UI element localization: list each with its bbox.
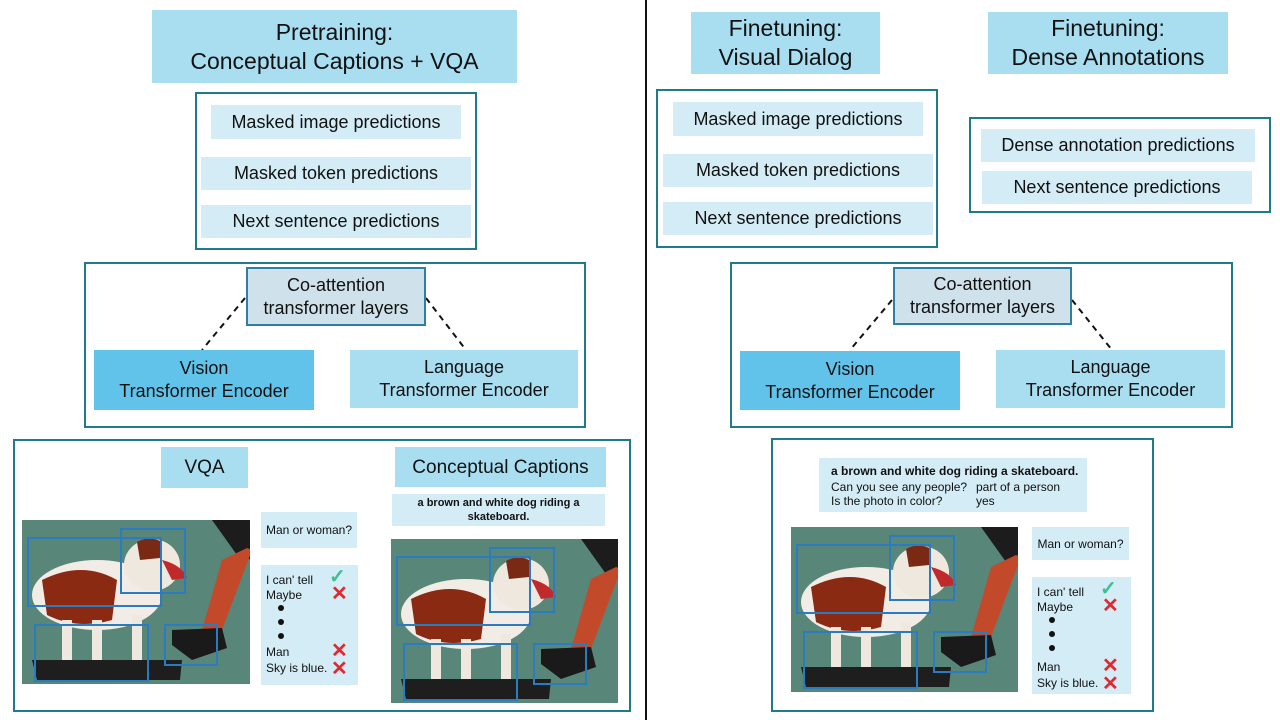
ft-answer-maybe: Maybe bbox=[1037, 600, 1074, 614]
finetune-vd-title: Finetuning: Visual Dialog bbox=[691, 12, 880, 74]
dialog-q1: Can you see any people? bbox=[831, 480, 968, 494]
ft-dog-photo bbox=[791, 527, 1018, 692]
ft-answer-man: Man bbox=[1037, 660, 1061, 674]
dense-task-next-sentence: Next sentence predictions bbox=[982, 171, 1252, 204]
ft-coattention-line1: Co-attention bbox=[933, 274, 1032, 294]
dialog-q2: Is the photo in color? bbox=[831, 494, 943, 508]
check-icon: ✓ bbox=[1100, 578, 1117, 600]
finetune-vd-tasks-box bbox=[656, 89, 938, 248]
vision-line2: Transformer Encoder bbox=[119, 381, 289, 401]
ellipsis-dot bbox=[278, 633, 284, 639]
ellipsis-dot bbox=[278, 619, 284, 625]
vqa-question: Man or woman? bbox=[261, 512, 357, 548]
cross-icon: ✕ bbox=[1102, 595, 1119, 617]
ft-language-line2: Transformer Encoder bbox=[1025, 380, 1196, 400]
vision-encoder: Vision Transformer Encoder bbox=[94, 350, 314, 410]
ft-answer-sky: Sky is blue. bbox=[1037, 676, 1099, 690]
pretraining-title-line1: Pretraining: bbox=[275, 18, 394, 45]
ft-coattention-line2: transformer layers bbox=[909, 297, 1056, 317]
ellipsis-dot bbox=[1049, 645, 1055, 651]
check-icon: ✓ bbox=[329, 566, 346, 588]
finetune-data-box bbox=[771, 438, 1154, 712]
region-box bbox=[933, 631, 987, 673]
finetune-vd-title-line1: Finetuning: bbox=[728, 15, 843, 41]
finetune-dense-title: Finetuning: Dense Annotations bbox=[988, 12, 1228, 74]
region-box bbox=[403, 643, 518, 701]
ft-vision-line1: Vision bbox=[825, 358, 875, 379]
answer-cant-tell: I can' tell bbox=[266, 573, 313, 587]
task-masked-image: Masked image predictions bbox=[211, 105, 461, 139]
dialog-a1: part of a person bbox=[976, 480, 1061, 494]
cross-icon: ✕ bbox=[1102, 673, 1119, 695]
ft-language-encoder: Language Transformer Encoder bbox=[996, 350, 1225, 408]
finetune-dense-title-line2: Dense Annotations bbox=[1011, 44, 1205, 70]
finetune-vd-title-line2: Visual Dialog bbox=[718, 44, 853, 70]
ft-vision-encoder: Vision Transformer Encoder bbox=[740, 351, 960, 410]
section-divider bbox=[645, 0, 647, 720]
vqa-label: VQA bbox=[161, 447, 248, 488]
region-box bbox=[120, 528, 186, 594]
region-box bbox=[796, 544, 931, 614]
language-line1: Language bbox=[423, 357, 505, 377]
region-box bbox=[803, 631, 918, 689]
language-encoder: Language Transformer Encoder bbox=[350, 350, 578, 408]
ellipsis-dot bbox=[1049, 631, 1055, 637]
pretraining-data-box bbox=[13, 439, 631, 712]
finetune-dense-title-line1: Finetuning: bbox=[1051, 15, 1165, 41]
answer-man: Man bbox=[266, 645, 290, 659]
cross-icon: ✕ bbox=[1102, 655, 1119, 677]
coattention-line2: transformer layers bbox=[263, 297, 409, 318]
ft-language-line1: Language bbox=[1070, 357, 1151, 377]
cross-icon: ✕ bbox=[331, 583, 348, 605]
dense-task-annotation: Dense annotation predictions bbox=[981, 129, 1255, 162]
vd-task-next-sentence: Next sentence predictions bbox=[663, 202, 933, 235]
ft-coattention-layers: Co-attention transformer layers bbox=[893, 267, 1072, 325]
pretraining-title-line2: Conceptual Captions + VQA bbox=[190, 47, 479, 74]
cc-caption: a brown and white dog riding a skateboar… bbox=[392, 494, 605, 526]
pretraining-connector-lines bbox=[201, 297, 467, 351]
ft-vision-line2: Transformer Encoder bbox=[765, 381, 935, 402]
finetune-encoder-box bbox=[730, 262, 1233, 428]
cross-icon: ✕ bbox=[331, 640, 348, 662]
vqa-answers: I can' tell ✓ Maybe ✕ Man ✕ Sky is blue.… bbox=[261, 565, 358, 685]
vd-task-masked-token: Masked token predictions bbox=[663, 154, 933, 187]
pretraining-encoder-box bbox=[84, 262, 586, 428]
region-box bbox=[34, 624, 149, 682]
ft-question: Man or woman? bbox=[1032, 527, 1129, 560]
coattention-line1: Co-attention bbox=[286, 274, 386, 295]
ft-answer-cant-tell: I can' tell bbox=[1037, 585, 1084, 599]
answer-sky: Sky is blue. bbox=[266, 661, 328, 675]
task-next-sentence: Next sentence predictions bbox=[201, 205, 471, 238]
pretraining-title: Pretraining: Conceptual Captions + VQA bbox=[152, 10, 517, 83]
ft-answers: I can' tell ✓ Maybe ✕ Man ✕ Sky is blue.… bbox=[1032, 577, 1131, 694]
ellipsis-dot bbox=[1049, 617, 1055, 623]
answer-maybe: Maybe bbox=[266, 588, 303, 602]
vision-line1: Vision bbox=[179, 358, 229, 378]
region-box bbox=[889, 535, 955, 601]
cc-dog-photo bbox=[391, 539, 618, 703]
finetune-dense-tasks-box bbox=[969, 117, 1271, 213]
region-box bbox=[533, 643, 587, 685]
dialog-caption: a brown and white dog riding a skateboar… bbox=[831, 464, 1079, 478]
dialog-a2: yes bbox=[976, 494, 995, 508]
pretraining-tasks-box bbox=[195, 92, 477, 250]
language-line2: Transformer Encoder bbox=[379, 380, 549, 400]
cross-icon: ✕ bbox=[331, 658, 348, 680]
region-box bbox=[164, 624, 218, 666]
cc-label: Conceptual Captions bbox=[395, 447, 606, 487]
region-box bbox=[489, 547, 555, 613]
vqa-dog-photo bbox=[22, 520, 250, 684]
ellipsis-dot bbox=[278, 605, 284, 611]
dialog-history: a brown and white dog riding a skateboar… bbox=[819, 458, 1087, 512]
vd-task-masked-image: Masked image predictions bbox=[673, 102, 923, 136]
coattention-layers: Co-attention transformer layers bbox=[246, 267, 426, 326]
region-box bbox=[396, 556, 531, 626]
region-box bbox=[27, 537, 162, 607]
task-masked-token: Masked token predictions bbox=[201, 157, 471, 190]
